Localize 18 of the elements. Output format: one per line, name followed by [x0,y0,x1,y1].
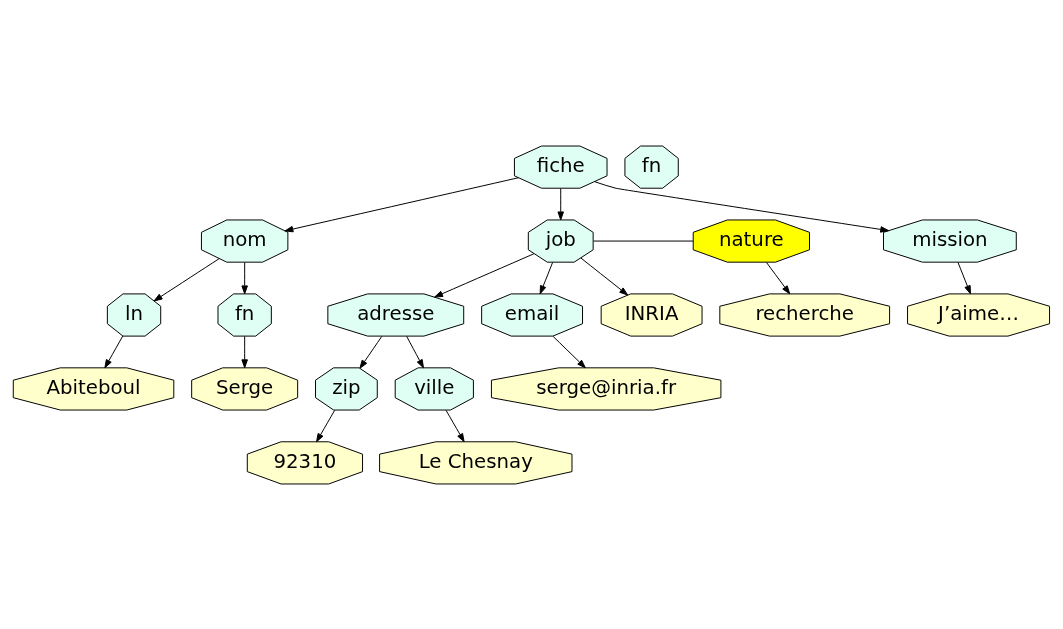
arrow [406,335,424,368]
arrow [957,261,971,294]
arrow [594,180,890,233]
arrow [539,261,554,294]
arrow [434,252,535,298]
arrow [766,261,791,294]
connector [593,240,694,242]
arrow [316,409,336,442]
arrow [552,335,586,368]
arrow [359,335,383,369]
arrow [557,187,564,220]
arrow [445,409,465,442]
arrow [241,335,248,368]
arrow [284,176,519,232]
arrow [241,261,248,294]
arrow [153,257,220,301]
arrow [104,335,124,368]
arrow [580,257,629,295]
